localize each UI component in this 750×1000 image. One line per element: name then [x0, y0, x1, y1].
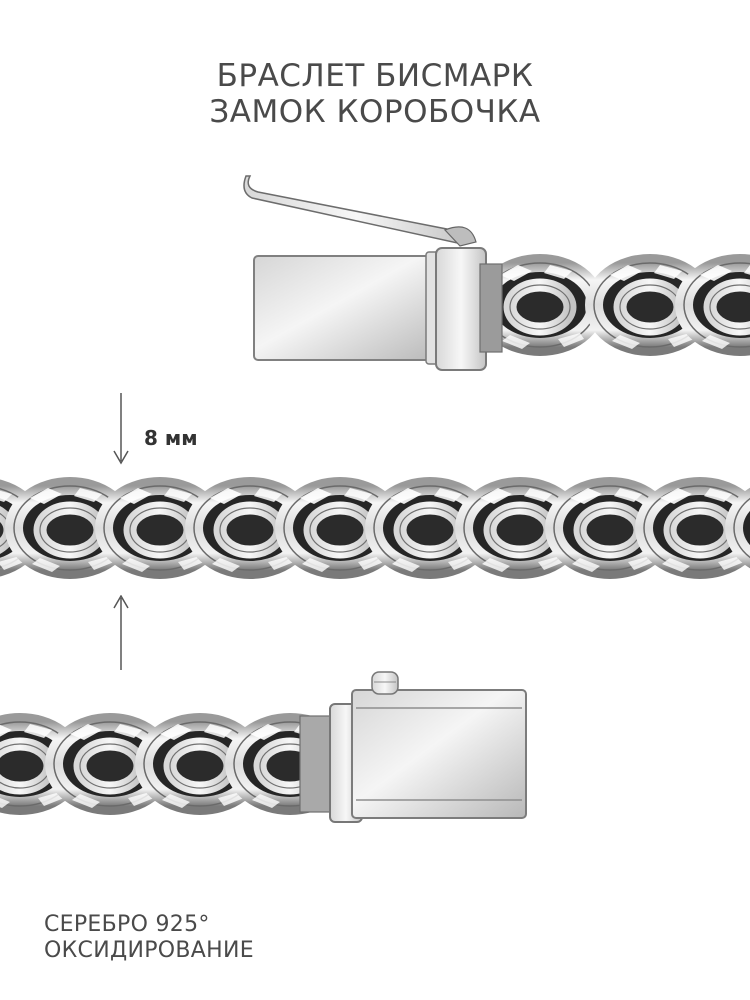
chain-links-main: [0, 486, 750, 572]
product-title: БРАСЛЕТ БИСМАРК ЗАМОК КОРОБОЧКА: [0, 58, 750, 130]
width-dimension-label: 8 мм: [144, 426, 198, 450]
box-clasp-closed-icon: [299, 671, 527, 823]
arrow-up-icon: [113, 595, 129, 670]
chain-links-top: [484, 263, 750, 349]
material-line1: СЕРЕБРО 925°: [44, 912, 210, 937]
product-title-line1: БРАСЛЕТ БИСМАРК: [216, 58, 534, 94]
chain-main: [0, 462, 750, 592]
material-info: СЕРЕБРО 925° ОКСИДИРОВАНИЕ: [44, 912, 254, 964]
chain-bottom-with-closed-clasp: [0, 671, 527, 823]
arrow-down-icon: [113, 393, 129, 465]
material-line2: ОКСИДИРОВАНИЕ: [44, 938, 254, 963]
chain-top-with-open-clasp: [243, 175, 750, 371]
chain-links-bottom: [0, 722, 346, 808]
product-title-line2: ЗАМОК КОРОБОЧКА: [209, 94, 541, 130]
box-clasp-icon: [253, 247, 503, 371]
